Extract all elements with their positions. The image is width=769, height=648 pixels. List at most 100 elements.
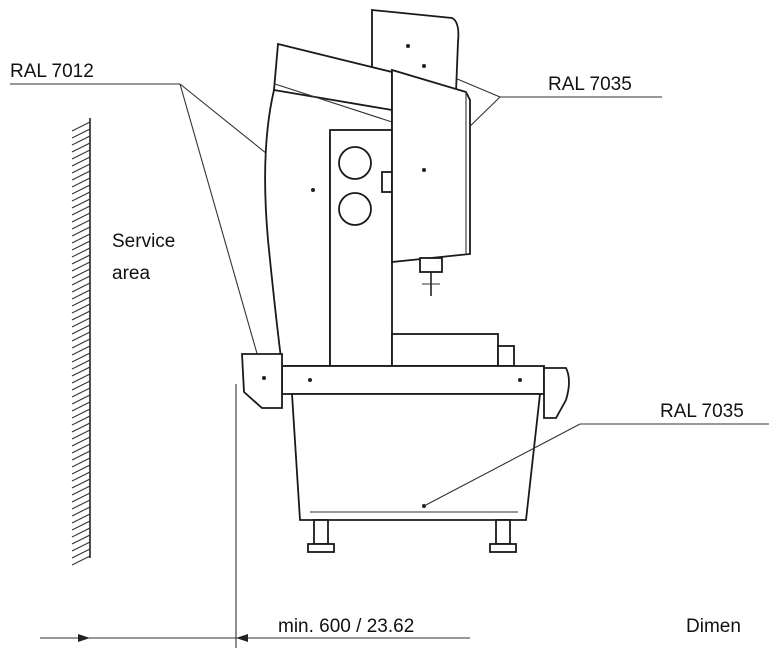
hatch-stroke bbox=[71, 506, 91, 517]
dot-head bbox=[422, 168, 426, 172]
arrow-left bbox=[78, 634, 90, 642]
hatch-stroke bbox=[71, 184, 91, 195]
spindle-holder bbox=[419, 257, 443, 273]
arrow-right bbox=[236, 634, 248, 642]
hatch-stroke bbox=[71, 240, 91, 251]
hatch-stroke bbox=[71, 268, 91, 279]
hatch-stroke bbox=[71, 429, 91, 440]
wall bbox=[71, 118, 91, 566]
hatch-stroke bbox=[71, 345, 91, 356]
hatch-stroke bbox=[71, 485, 91, 496]
dot-rear-flap bbox=[422, 64, 426, 68]
hatch-stroke bbox=[71, 247, 91, 258]
hatch-stroke bbox=[71, 527, 91, 538]
wall-hatching bbox=[71, 121, 91, 566]
hatch-stroke bbox=[71, 303, 91, 314]
column-port-upper bbox=[338, 146, 372, 180]
hatch-stroke bbox=[71, 163, 91, 174]
hatch-stroke bbox=[71, 275, 91, 286]
hatch-stroke bbox=[71, 121, 91, 132]
hatch-stroke bbox=[71, 555, 91, 566]
hatch-stroke bbox=[71, 219, 91, 230]
hatch-stroke bbox=[71, 289, 91, 300]
label-service: Service bbox=[112, 231, 175, 252]
hatch-stroke bbox=[71, 338, 91, 349]
dimension-line bbox=[40, 384, 470, 648]
hatch-stroke bbox=[71, 254, 91, 265]
table-top bbox=[281, 365, 545, 395]
dot-rear-flap-2 bbox=[406, 44, 410, 48]
hatch-stroke bbox=[71, 548, 91, 559]
hatch-stroke bbox=[71, 317, 91, 328]
hatch-stroke bbox=[71, 401, 91, 412]
label-dimension-min: min. 600 / 23.62 bbox=[278, 616, 414, 637]
label-area: area bbox=[112, 263, 150, 284]
stage bbox=[391, 333, 499, 367]
label-ral-7035-top: RAL 7035 bbox=[548, 74, 632, 95]
hatch-stroke bbox=[71, 170, 91, 181]
hatch-stroke bbox=[71, 373, 91, 384]
leader-ral-7012-b bbox=[179, 83, 265, 379]
column-port-lower bbox=[338, 192, 372, 226]
hatch-stroke bbox=[71, 135, 91, 146]
hatch-stroke bbox=[71, 380, 91, 391]
dot-table-right bbox=[518, 378, 522, 382]
hatch-stroke bbox=[71, 324, 91, 335]
hatch-stroke bbox=[71, 436, 91, 447]
hatch-stroke bbox=[71, 331, 91, 342]
hatch-stroke bbox=[71, 513, 91, 524]
foot-right-pad bbox=[489, 543, 517, 553]
hatch-stroke bbox=[71, 282, 91, 293]
head-cover bbox=[391, 68, 471, 263]
foot-left bbox=[313, 519, 329, 545]
hood-edge bbox=[274, 83, 393, 123]
hatch-stroke bbox=[71, 422, 91, 433]
machine bbox=[241, 9, 570, 553]
hatch-stroke bbox=[71, 541, 91, 552]
hatch-stroke bbox=[71, 149, 91, 160]
column-latch bbox=[381, 171, 393, 193]
hatch-stroke bbox=[71, 520, 91, 531]
hatch-stroke bbox=[71, 534, 91, 545]
hatch-stroke bbox=[71, 387, 91, 398]
dot-console bbox=[262, 376, 266, 380]
hatch-stroke bbox=[71, 478, 91, 489]
right-handle bbox=[543, 367, 570, 419]
hatch-stroke bbox=[71, 310, 91, 321]
label-dimension-caption: Dimen bbox=[686, 616, 741, 637]
hatch-stroke bbox=[71, 394, 91, 405]
hatch-stroke bbox=[71, 464, 91, 475]
hatch-stroke bbox=[71, 492, 91, 503]
hatch-stroke bbox=[71, 177, 91, 188]
hatch-stroke bbox=[71, 191, 91, 202]
base-cabinet bbox=[291, 393, 542, 521]
hatch-stroke bbox=[71, 457, 91, 468]
hatch-stroke bbox=[71, 156, 91, 167]
leader-ral-7035-bottom bbox=[423, 423, 581, 507]
foot-left-pad bbox=[307, 543, 335, 553]
hatch-stroke bbox=[71, 226, 91, 237]
hatch-stroke bbox=[71, 499, 91, 510]
hatch-stroke bbox=[71, 366, 91, 377]
label-ral-7035-bottom: RAL 7035 bbox=[660, 401, 744, 422]
hatch-stroke bbox=[71, 450, 91, 461]
foot-right bbox=[495, 519, 511, 545]
hatch-stroke bbox=[71, 205, 91, 216]
hatch-stroke bbox=[71, 128, 91, 139]
hatch-stroke bbox=[71, 296, 91, 307]
hatch-stroke bbox=[71, 359, 91, 370]
hatch-stroke bbox=[71, 408, 91, 419]
dot-table-left bbox=[308, 378, 312, 382]
hatch-stroke bbox=[71, 142, 91, 153]
label-ral-7012: RAL 7012 bbox=[10, 61, 94, 82]
left-console bbox=[241, 353, 283, 409]
hatch-stroke bbox=[71, 198, 91, 209]
hatch-stroke bbox=[71, 443, 91, 454]
hatch-stroke bbox=[71, 415, 91, 426]
dot-hood bbox=[311, 188, 315, 192]
hatch-stroke bbox=[71, 261, 91, 272]
hatch-stroke bbox=[71, 233, 91, 244]
stage-knob bbox=[497, 345, 515, 367]
hatch-stroke bbox=[71, 352, 91, 363]
